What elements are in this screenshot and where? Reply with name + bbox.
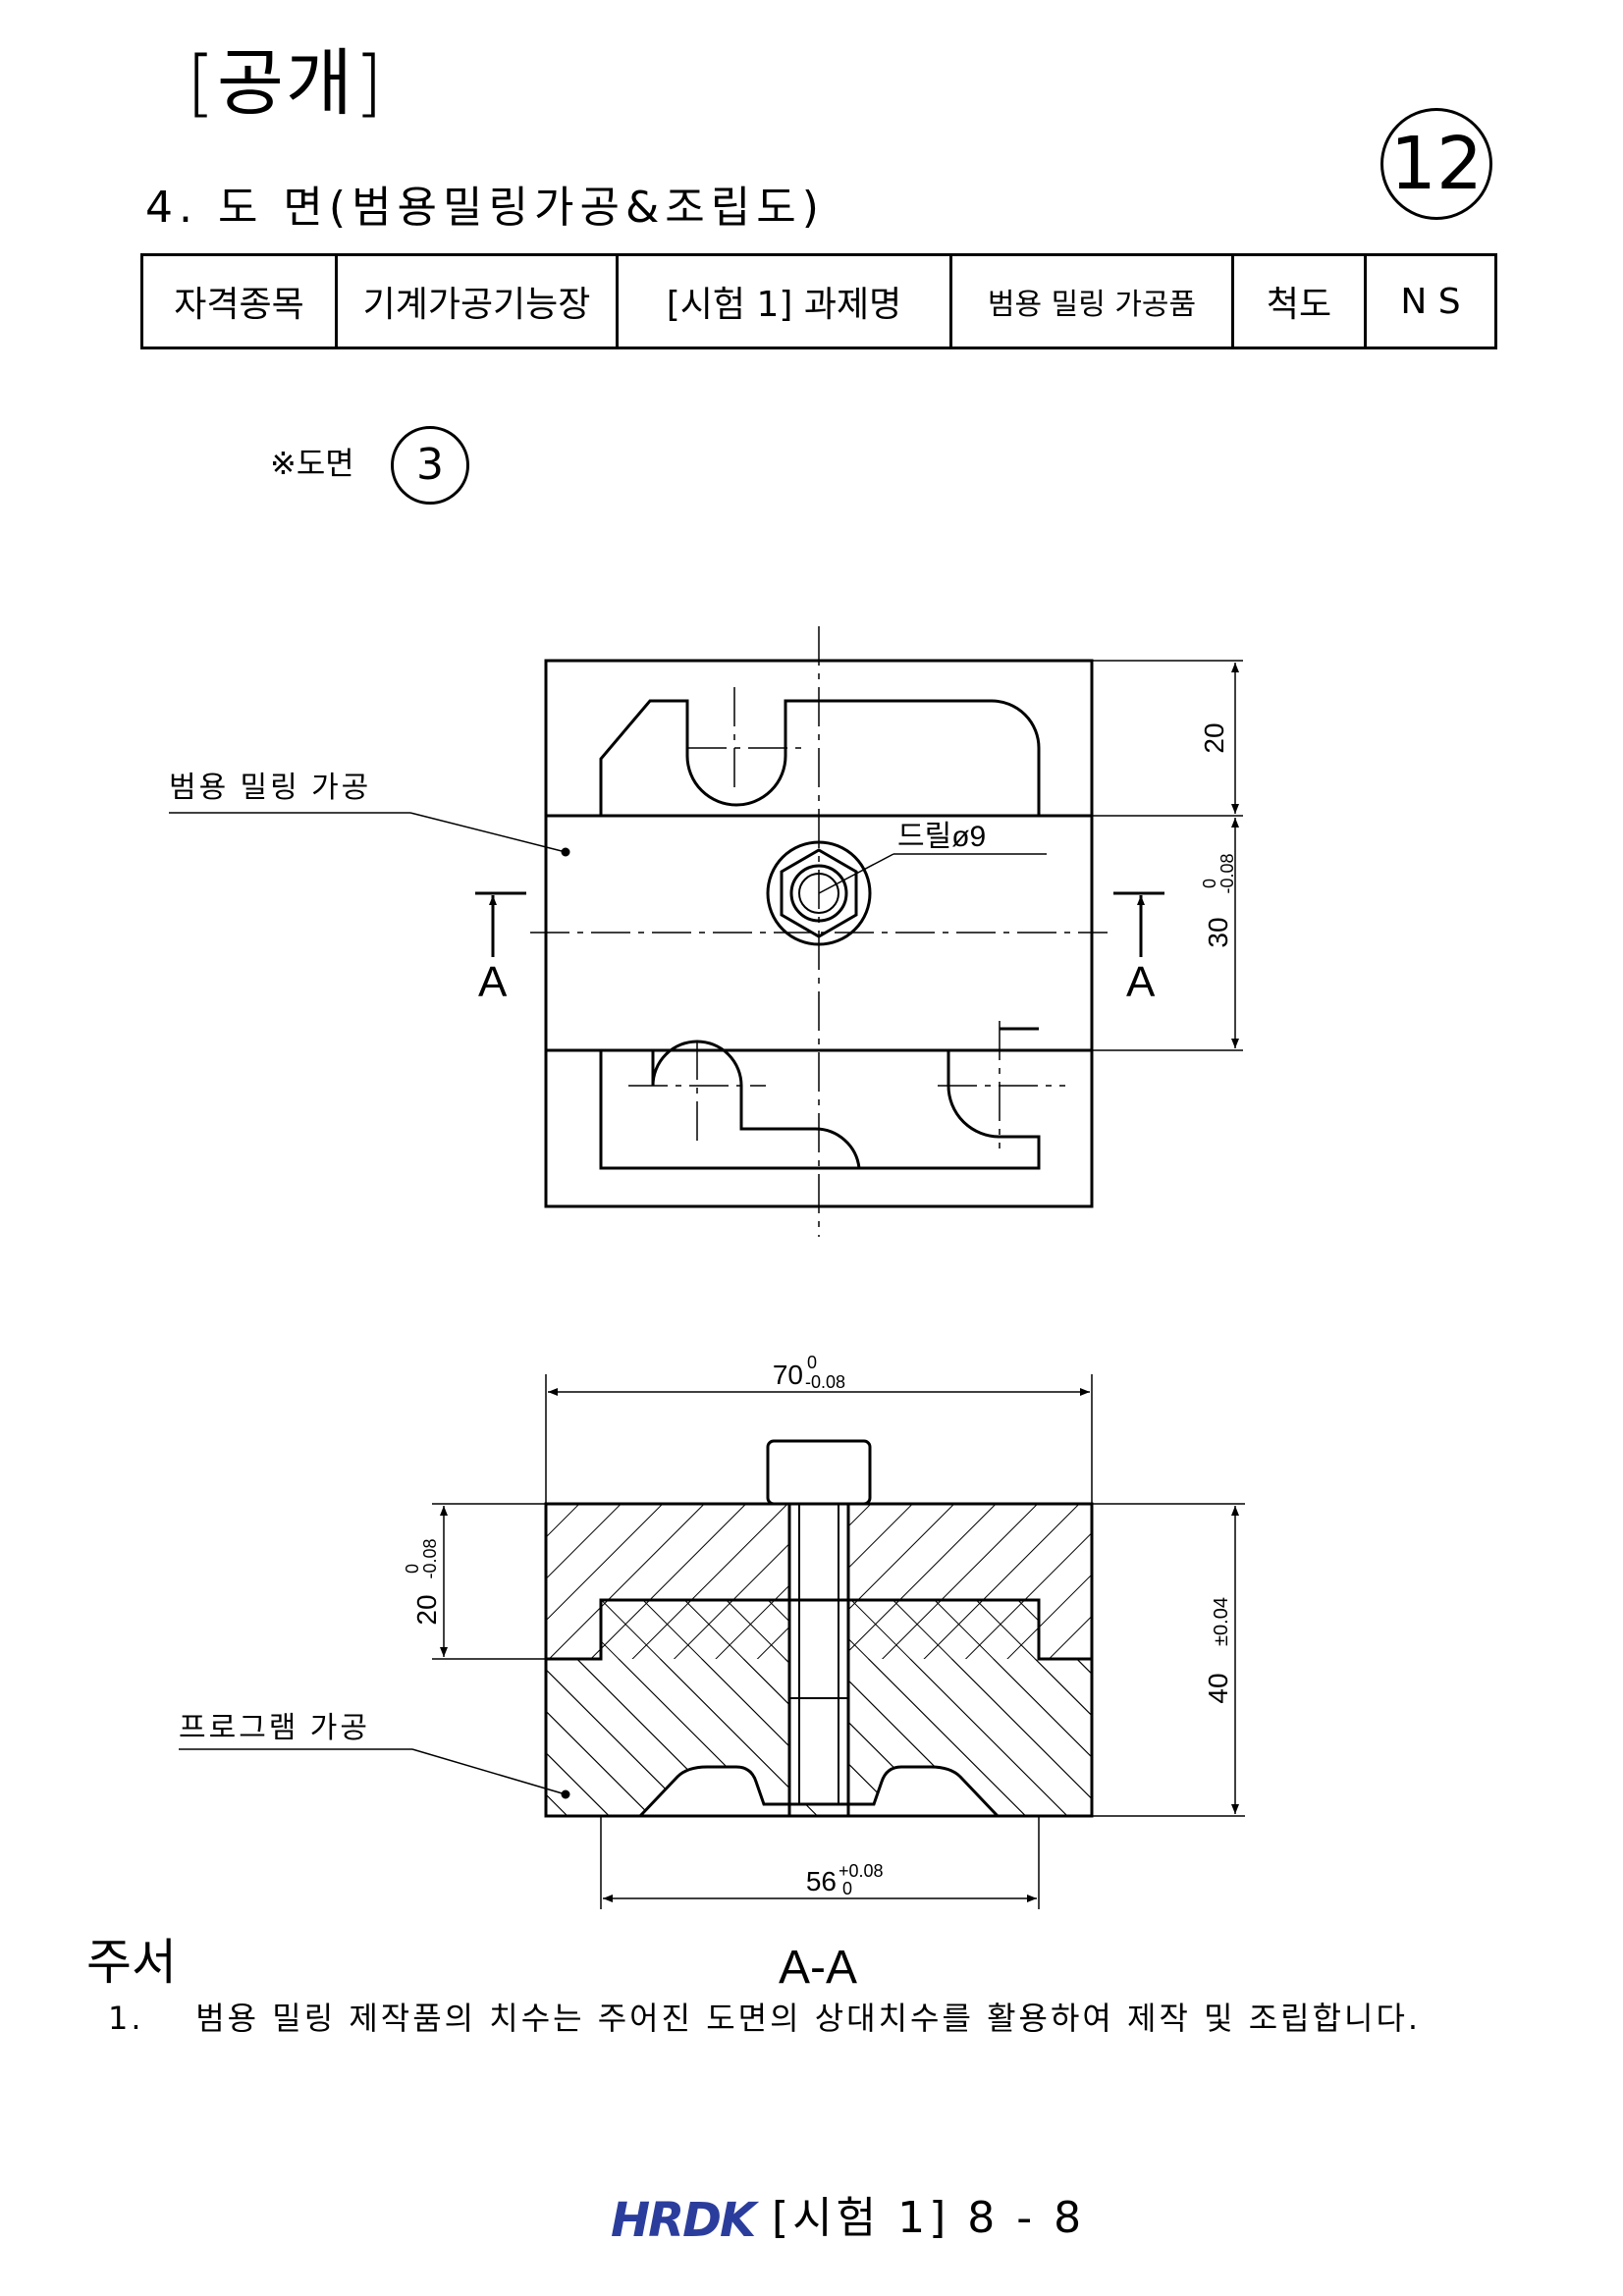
top-view-leader-label: 범용 밀링 가공 bbox=[169, 772, 371, 804]
dim-middle-tol-lower: -0.08 bbox=[1217, 853, 1237, 893]
top-view-labels: 범용 밀링 가공 드릴ø9 A A 20 30 0 -0.08 bbox=[169, 722, 1237, 1006]
info-cell-task-label: [시험 1] 과제명 bbox=[616, 253, 952, 349]
section-view bbox=[179, 1374, 1245, 1909]
dim-bottom-tol-lower: 0 bbox=[842, 1879, 852, 1898]
note-item: 1. 범용 밀링 제작품의 치수는 주어진 도면의 상대치수를 활용하여 제작 … bbox=[108, 2002, 1421, 2034]
dim-width-tol-upper: 0 bbox=[807, 1353, 817, 1372]
dim-width-tol-lower: -0.08 bbox=[805, 1372, 845, 1392]
dim-height-40: 40 bbox=[1203, 1673, 1233, 1703]
section-mark-left: A bbox=[478, 958, 508, 1006]
note-text: 범용 밀링 제작품의 치수는 주어진 도면의 상대치수를 활용하여 제작 및 조… bbox=[195, 2000, 1422, 2037]
dim-left-20: 20 bbox=[411, 1594, 442, 1625]
info-cell-task-value: 범용 밀링 가공품 bbox=[949, 253, 1234, 349]
info-cell-qualification-label: 자격종목 bbox=[140, 253, 338, 349]
dim-middle-tol-upper: 0 bbox=[1200, 879, 1219, 888]
section-mark-right: A bbox=[1126, 958, 1156, 1006]
note-number: 1. bbox=[108, 2000, 144, 2037]
top-view bbox=[169, 626, 1243, 1237]
hrdk-logo: HRDK bbox=[611, 2193, 756, 2248]
section-title: 4. 도 면(범용밀링가공&조립도) bbox=[145, 183, 825, 233]
dim-middle-30: 30 bbox=[1203, 917, 1233, 947]
section-view-labels: 70 0 -0.08 40 ±0.04 20 0 -0.08 56 +0.08 … bbox=[179, 1353, 1233, 1994]
drawing-ref-number: 3 bbox=[391, 426, 469, 505]
info-table: 자격종목 기계가공기능장 [시험 1] 과제명 범용 밀링 가공품 척도 N S bbox=[140, 253, 1497, 349]
dim-top-20: 20 bbox=[1199, 722, 1229, 753]
page-circle-number: 12 bbox=[1380, 108, 1492, 220]
dim-width-70: 70 bbox=[773, 1360, 803, 1390]
footer-page-text: [시험 1] 8 - 8 bbox=[772, 2193, 1086, 2243]
info-cell-scale-label: 척도 bbox=[1231, 253, 1367, 349]
section-leader-label: 프로그램 가공 bbox=[179, 1712, 370, 1744]
info-row: 자격종목 기계가공기능장 [시험 1] 과제명 범용 밀링 가공품 척도 N S bbox=[140, 253, 1497, 349]
drill-label: 드릴ø9 bbox=[897, 821, 986, 853]
dim-left-tol-upper: 0 bbox=[403, 1564, 422, 1574]
notes-title: 주서 bbox=[86, 1934, 177, 1991]
dim-height-tol: ±0.04 bbox=[1211, 1597, 1232, 1646]
info-cell-qualification-value: 기계가공기능장 bbox=[335, 253, 619, 349]
dim-left-tol-lower: -0.08 bbox=[420, 1538, 440, 1578]
dim-bottom-56: 56 bbox=[806, 1866, 837, 1896]
drawing-ref-label: ※도면 bbox=[270, 445, 354, 482]
dim-bottom-tol-upper: +0.08 bbox=[839, 1861, 884, 1881]
public-label: [공개] bbox=[187, 41, 385, 126]
section-view-title: A-A bbox=[779, 1942, 857, 1994]
info-cell-scale-value: N S bbox=[1364, 253, 1497, 349]
